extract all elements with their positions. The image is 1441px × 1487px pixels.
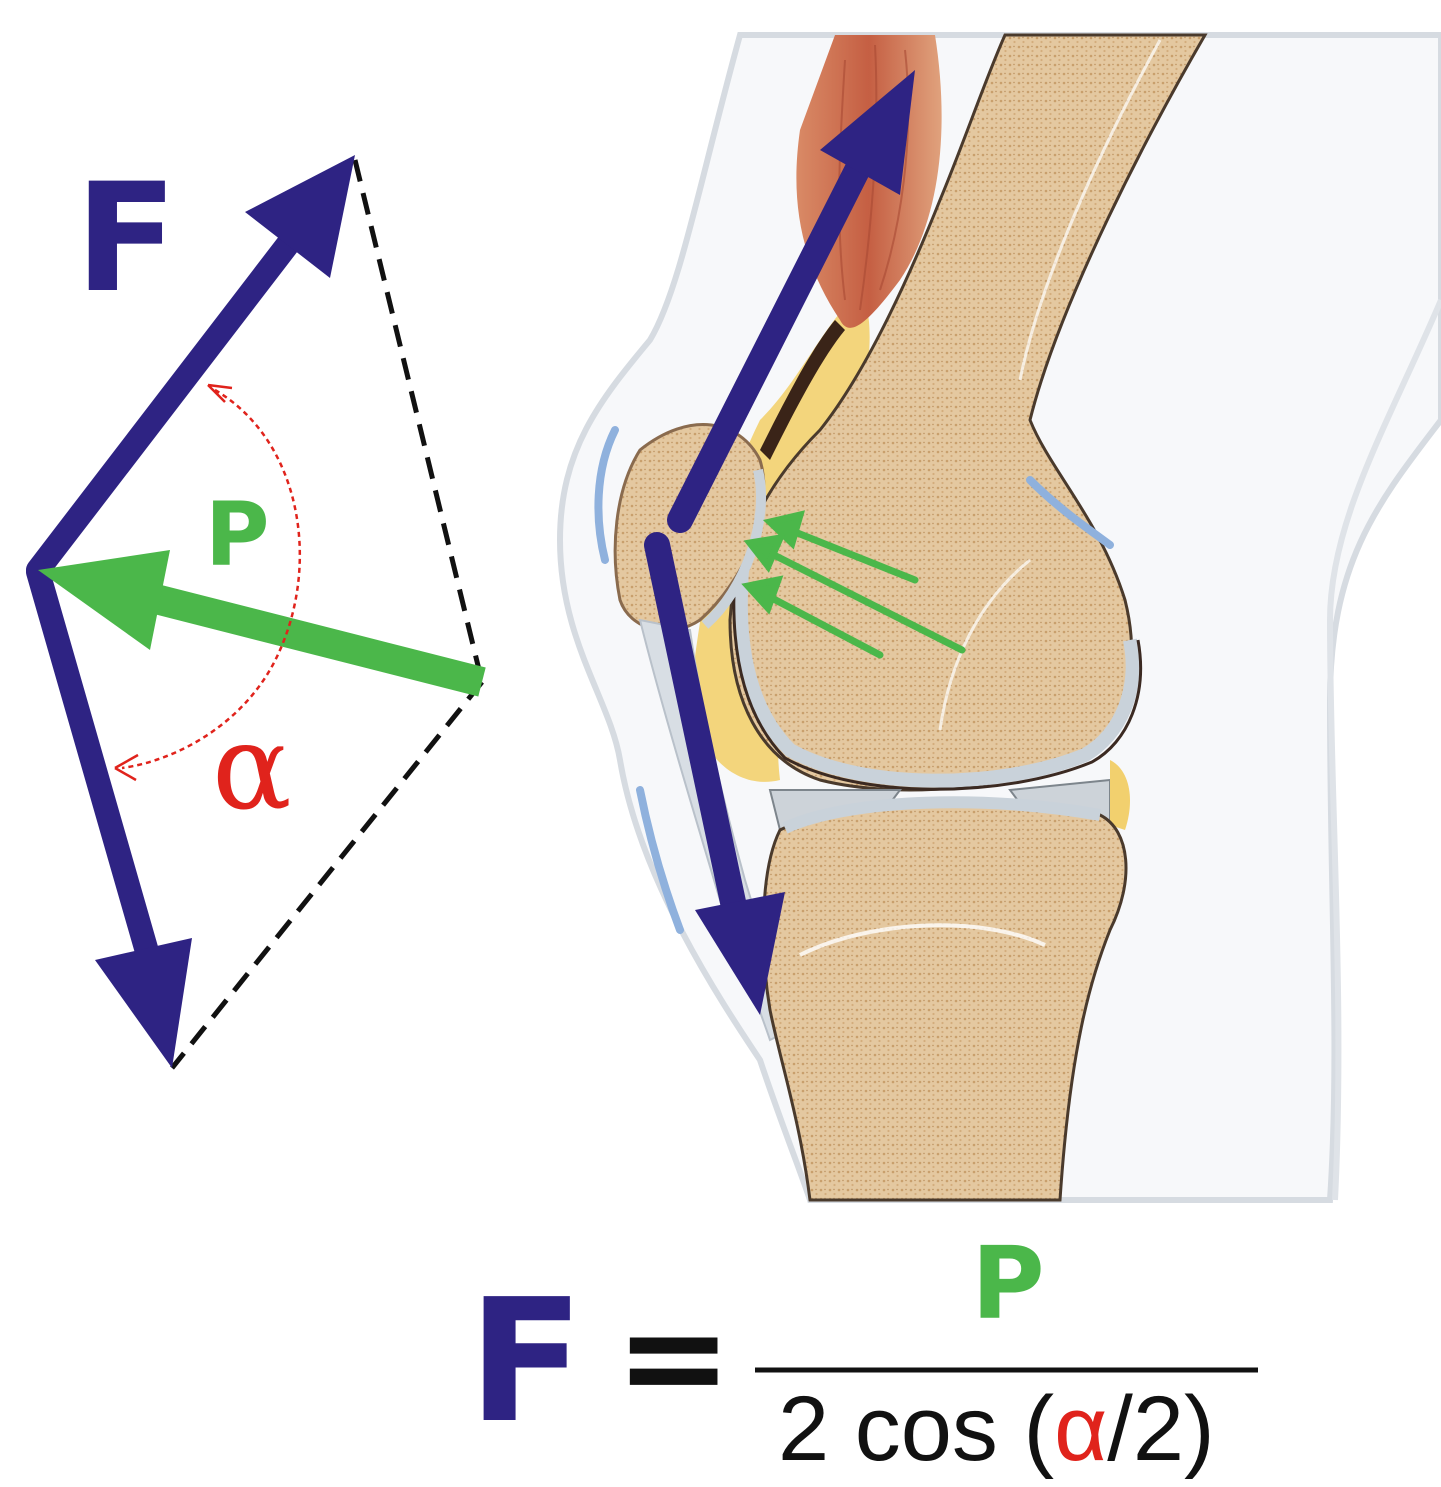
dashed-side-top <box>355 160 482 682</box>
formula-equals-sign: = <box>615 1276 732 1439</box>
vector-parallelogram: F P α <box>38 152 482 1068</box>
resultant-label: P <box>205 483 270 586</box>
formula-denominator: 2 cos (α/2) <box>778 1378 1215 1480</box>
force-formula: F = P 2 cos (α/2) <box>468 1225 1258 1480</box>
resultant-vector-shaft <box>140 595 482 682</box>
angle-arc-arrowhead-bottom <box>115 755 138 780</box>
knee-anatomy-illustration <box>560 35 1441 1200</box>
angle-label: α <box>212 698 292 836</box>
force-vector-lower-head <box>95 938 192 1068</box>
formula-denominator-prefix: 2 cos ( <box>778 1378 1054 1480</box>
angle-arc-arrowhead-top <box>208 385 232 402</box>
force-label: F <box>75 152 177 326</box>
formula-denominator-alpha: α <box>1054 1378 1107 1480</box>
formula-numerator: P <box>971 1225 1044 1342</box>
formula-lhs-force: F <box>468 1263 584 1461</box>
formula-denominator-suffix: /2) <box>1107 1378 1214 1480</box>
